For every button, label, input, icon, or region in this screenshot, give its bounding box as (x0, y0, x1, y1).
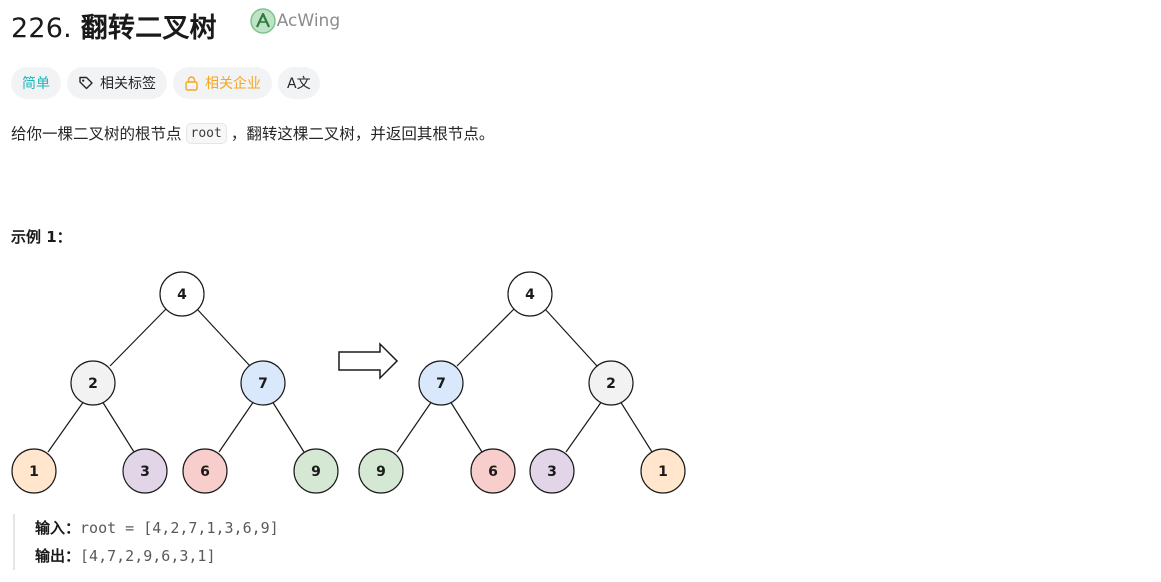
related-topics-button[interactable]: 相关标签 (67, 67, 167, 99)
left-tree-node-rr: 9 (293, 448, 339, 494)
related-companies-button[interactable]: 相关企业 (173, 67, 272, 99)
tag-icon (79, 76, 93, 90)
related-companies-label: 相关企业 (205, 76, 261, 92)
right-tree-node-rl: 3 (529, 448, 575, 494)
right-tree-node-r: 2 (588, 360, 634, 406)
acwing-badge[interactable]: AcWing (249, 8, 341, 34)
tag-bar: 简单 相关标签 相关企业 A文 (11, 67, 320, 99)
left-tree-node-rl: 6 (182, 448, 228, 494)
right-tree-node-root: 4 (507, 271, 553, 317)
svg-text:1: 1 (29, 464, 39, 480)
description-text-before: 给你一棵二叉树的根节点 (11, 125, 182, 143)
left-tree-node-ll: 1 (11, 448, 57, 494)
svg-text:9: 9 (311, 464, 321, 480)
left-tree-edges (47, 308, 305, 453)
output-value: [4,7,2,9,6,3,1] (80, 547, 216, 565)
svg-text:3: 3 (140, 464, 150, 480)
right-tree-node-lr: 6 (470, 448, 516, 494)
related-topics-label: 相关标签 (100, 76, 156, 92)
right-tree-node-l: 7 (418, 360, 464, 406)
left-tree-node-root: 4 (159, 271, 205, 317)
left-tree-node-lr: 3 (122, 448, 168, 494)
svg-text:4: 4 (525, 287, 535, 303)
translate-button[interactable]: A文 (278, 67, 320, 99)
right-tree-edges (396, 308, 653, 453)
problem-description: 给你一棵二叉树的根节点 root ，翻转这棵二叉树，并返回其根节点。 (11, 122, 494, 144)
transform-arrow-icon (338, 342, 399, 380)
example-output-line: 输出： [4,7,2,9,6,3,1] (35, 542, 279, 570)
svg-text:6: 6 (488, 464, 498, 480)
tree-diagram: 4 2 7 1 3 6 9 4 7 2 9 6 (11, 271, 686, 494)
svg-text:7: 7 (258, 376, 268, 392)
difficulty-badge[interactable]: 简单 (11, 67, 61, 99)
right-tree-node-rr: 1 (640, 448, 686, 494)
svg-text:9: 9 (376, 464, 386, 480)
input-label: 输入： (35, 519, 81, 537)
left-tree-node-r: 7 (240, 360, 286, 406)
example-io-block: 输入： root = [4,2,7,1,3,6,9] 输出： [4,7,2,9,… (13, 514, 279, 570)
example-heading: 示例 1： (11, 228, 72, 246)
output-label: 输出： (35, 547, 81, 565)
title-row: 226. 翻转二叉树 AcWing (11, 6, 340, 44)
svg-text:6: 6 (200, 464, 210, 480)
svg-text:3: 3 (547, 464, 557, 480)
input-value: root = [4,2,7,1,3,6,9] (80, 519, 279, 537)
left-tree-node-l: 2 (70, 360, 116, 406)
lock-icon (185, 76, 198, 91)
svg-text:4: 4 (177, 287, 187, 303)
acwing-logo-icon (249, 8, 276, 34)
translate-icon: A文 (287, 76, 311, 92)
problem-number: 226. (11, 12, 72, 44)
problem-name: 翻转二叉树 (80, 12, 217, 44)
svg-text:1: 1 (658, 464, 668, 480)
page-title[interactable]: 226. 翻转二叉树 (11, 6, 217, 45)
svg-text:7: 7 (436, 376, 446, 392)
example-input-line: 输入： root = [4,2,7,1,3,6,9] (35, 514, 279, 542)
acwing-label: AcWing (276, 11, 341, 31)
inline-code-root: root (185, 122, 227, 144)
right-tree-node-ll: 9 (358, 448, 404, 494)
difficulty-label: 简单 (22, 76, 50, 92)
svg-text:2: 2 (606, 376, 616, 392)
svg-text:2: 2 (88, 376, 98, 392)
description-text-after: ，翻转这棵二叉树，并返回其根节点。 (230, 125, 495, 143)
